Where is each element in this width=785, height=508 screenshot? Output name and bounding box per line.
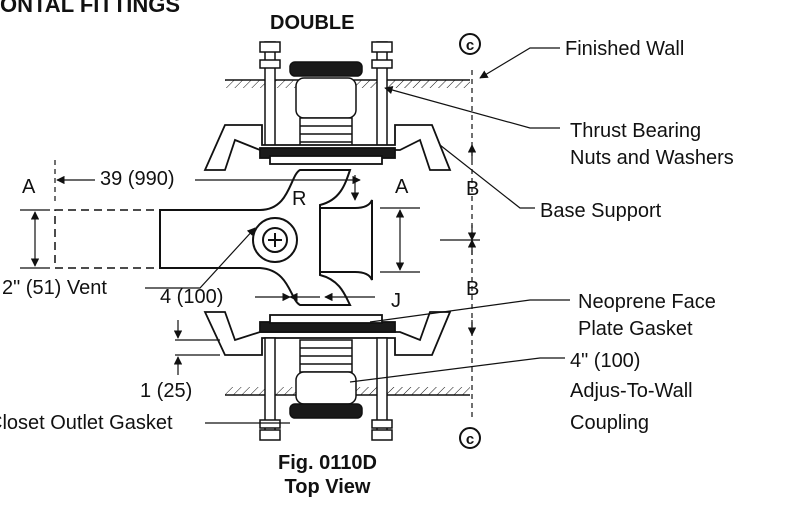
dim-a-left: A bbox=[22, 176, 36, 198]
threaded-rod-top-right bbox=[371, 41, 393, 148]
dashed-extension bbox=[54, 209, 161, 269]
dim-a-right: A bbox=[395, 176, 409, 198]
dimension-a-left bbox=[20, 209, 50, 269]
dim-b-bottom: B bbox=[466, 278, 480, 300]
dim-one: 1 (25) bbox=[140, 380, 193, 402]
callout-base-support: Base Support bbox=[540, 200, 662, 222]
dim-length: 39 (990) bbox=[100, 168, 175, 190]
callout-thrust-bearing-1: Thrust Bearing bbox=[570, 120, 702, 142]
callout-finished-wall: Finished Wall bbox=[565, 38, 685, 60]
top-coupling bbox=[289, 61, 363, 151]
callout-coupling-2: Adjus-To-Wall bbox=[570, 380, 693, 402]
dim-r: R bbox=[292, 188, 307, 210]
callout-vent: 2" (51) Vent bbox=[2, 277, 107, 299]
figure-number: Fig. 0110D bbox=[278, 452, 377, 474]
threaded-rod-bottom-right bbox=[371, 337, 393, 441]
dimension-length bbox=[54, 160, 361, 205]
centerline-mark-bottom: c bbox=[459, 427, 481, 449]
threaded-rod-top-left bbox=[259, 41, 281, 148]
figure-view: Top View bbox=[284, 476, 371, 498]
header-title-fragment: ONTAL FITTINGS bbox=[0, 0, 181, 17]
dim-four: 4 (100) bbox=[160, 286, 224, 308]
base-support-top bbox=[203, 124, 452, 171]
dimension-a-right bbox=[380, 207, 420, 273]
bottom-coupling bbox=[289, 339, 363, 419]
callout-thrust-bearing-2: Nuts and Washers bbox=[570, 147, 734, 169]
callout-coupling-3: Coupling bbox=[570, 412, 649, 434]
callout-closet-gasket: Closet Outlet Gasket bbox=[0, 412, 173, 434]
centerline-mark-top: c bbox=[459, 33, 481, 55]
dim-j: J bbox=[391, 290, 401, 312]
fitting-body bbox=[159, 169, 373, 306]
callout-neoprene-2: Plate Gasket bbox=[578, 318, 693, 340]
leader-lines bbox=[145, 47, 570, 424]
callout-coupling-1: 4" (100) bbox=[570, 350, 641, 372]
threaded-rod-bottom-left bbox=[259, 337, 281, 441]
dimension-b bbox=[440, 70, 480, 420]
callout-neoprene-1: Neoprene Face bbox=[578, 291, 716, 313]
base-support-bottom bbox=[203, 311, 452, 356]
header-subtitle: DOUBLE bbox=[270, 12, 355, 34]
dimension-one bbox=[173, 320, 220, 375]
dim-b-top: B bbox=[466, 178, 480, 200]
